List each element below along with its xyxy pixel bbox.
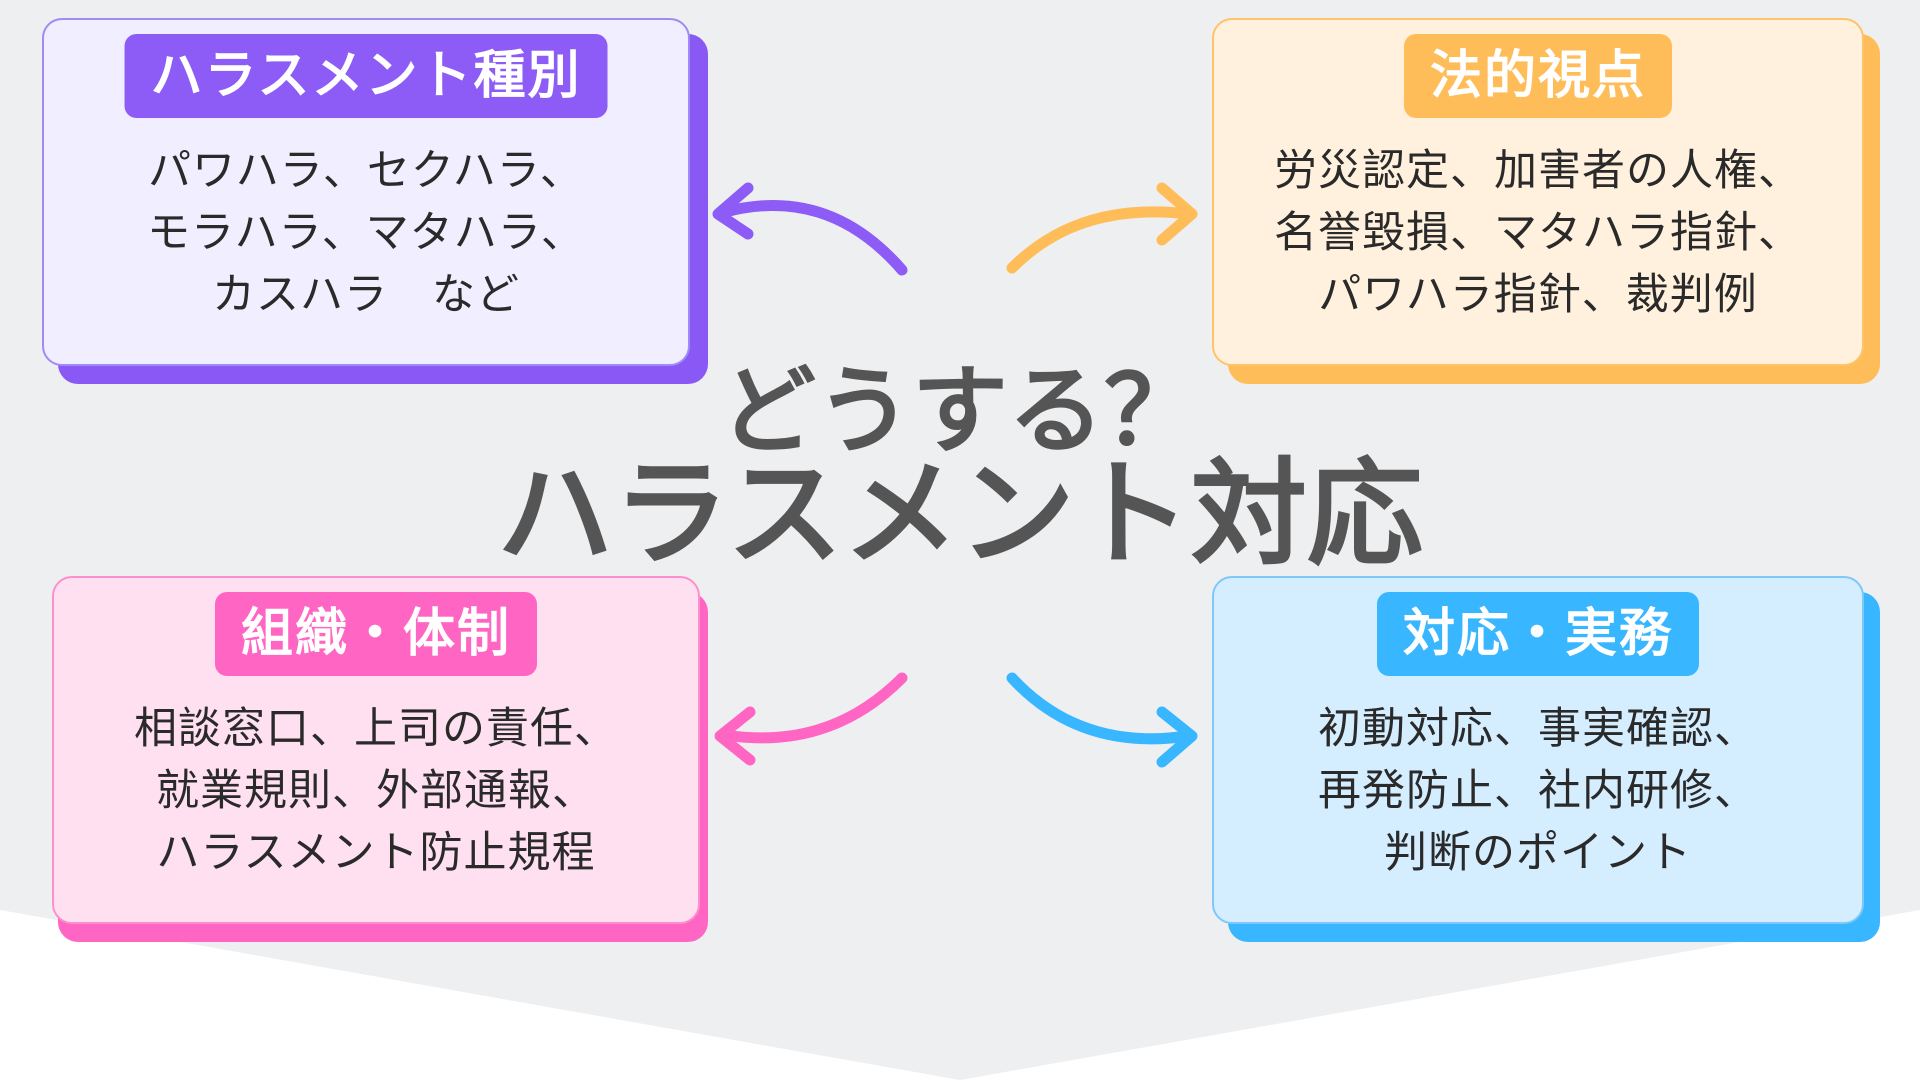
practice-body: 初動対応、事実確認、 再発防止、社内研修、 判断のポイント [1214,698,1862,884]
organization-body: 相談窓口、上司の責任、 就業規則、外部通報、 ハラスメント防止規程 [54,698,698,884]
arrow-to-legal [1006,206,1194,274]
legal-line-3: パワハラ指針、裁判例 [1318,270,1758,320]
arrowhead-organization [714,706,756,766]
practice-line-1: 初動対応、事実確認、 [1318,704,1758,754]
harassment-types-title: ハラスメント種別 [124,34,608,118]
organization-line-2: 就業規則、外部通報、 [156,766,596,816]
harassment-types-body: パワハラ、セクハラ、 モラハラ、マタハラ、 カスハラ など [44,140,688,326]
harassment-types-card: ハラスメント種別 パワハラ、セクハラ、 モラハラ、マタハラ、 カスハラ など [42,18,690,366]
practice-card: 対応・実務 初動対応、事実確認、 再発防止、社内研修、 判断のポイント [1212,576,1864,924]
legal-line-2: 名誉毀損、マタハラ指針、 [1274,208,1802,258]
arrowhead-legal [1156,182,1198,246]
legal-card: 法的視点 労災認定、加害者の人権、 名誉毀損、マタハラ指針、 パワハラ指針、裁判… [1212,18,1864,366]
arrowhead-practice [1156,706,1198,768]
arrow-to-organization [719,672,908,744]
organization-card: 組織・体制 相談窓口、上司の責任、 就業規則、外部通報、 ハラスメント防止規程 [52,576,700,924]
harassment-types-line-3: カスハラ など [212,270,520,320]
practice-title: 対応・実務 [1376,592,1700,676]
arrowhead-harassment-types [712,182,754,240]
legal-line-1: 労災認定、加害者の人権、 [1274,146,1802,196]
practice-line-2: 再発防止、社内研修、 [1318,766,1758,816]
organization-line-3: ハラスメント防止規程 [156,828,596,878]
legal-title: 法的視点 [1403,34,1673,118]
organization-line-1: 相談窓口、上司の責任、 [134,704,618,754]
center-title-question: どうする？ [720,355,1200,467]
harassment-types-line-1: パワハラ、セクハラ、 [148,146,584,196]
practice-line-3: 判断のポイント [1384,828,1692,878]
organization-title: 組織・体制 [214,592,538,676]
arrow-to-harassment-types [719,199,908,276]
harassment-types-line-2: モラハラ、マタハラ、 [147,208,585,258]
arrow-to-practice [1006,672,1194,745]
legal-body: 労災認定、加害者の人権、 名誉毀損、マタハラ指針、 パワハラ指針、裁判例 [1214,140,1862,326]
center-title-main: ハラスメント対応 [497,447,1423,582]
